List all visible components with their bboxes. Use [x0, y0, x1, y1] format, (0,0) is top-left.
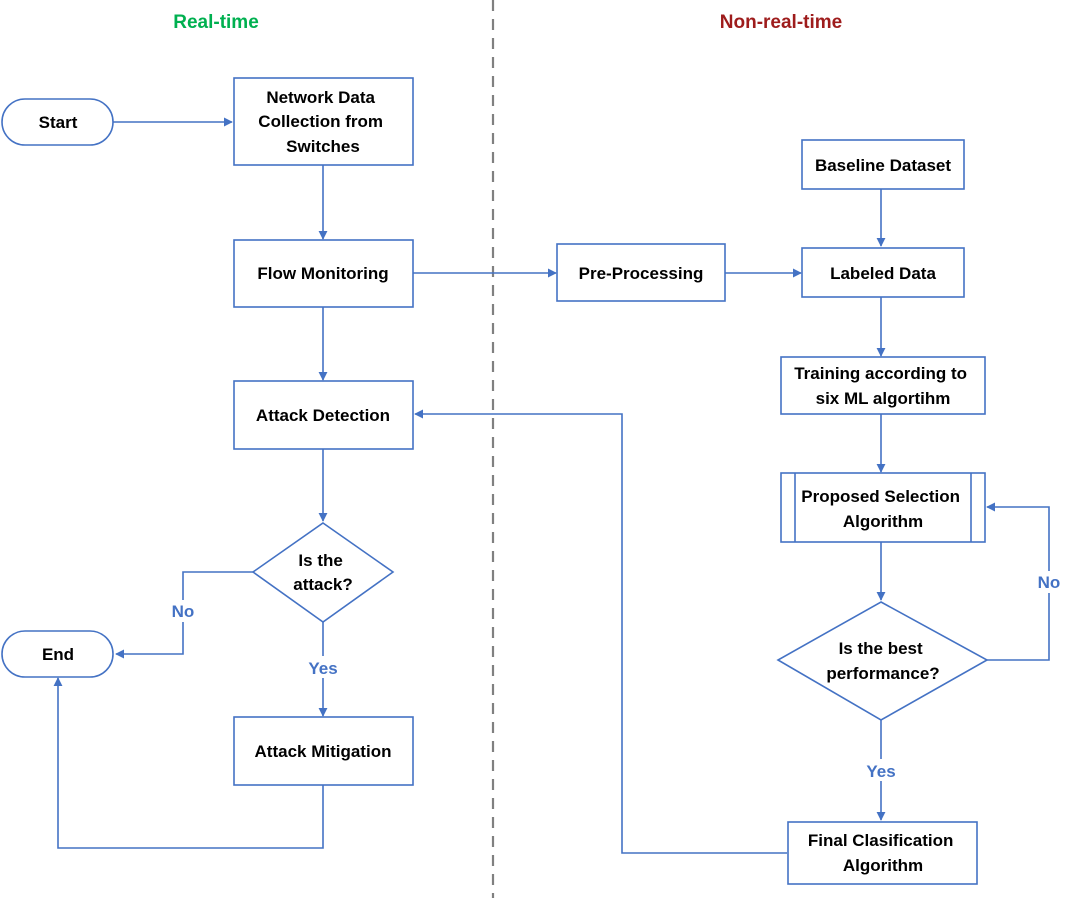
label-bg-best-yes [863, 759, 899, 781]
isbest-line-2: performance? [826, 664, 939, 683]
realtime-title: Real-time [173, 12, 259, 33]
preproc-label: Pre-Processing [579, 264, 704, 283]
baseline-node: Baseline Dataset [801, 139, 965, 190]
edge-final-to-detect [414, 409, 787, 854]
labeled-node: Labeled Data [801, 247, 965, 298]
detect-node: Attack Detection [233, 380, 414, 450]
start-label: Start [39, 113, 78, 132]
isbest-line-1: Is the best [839, 639, 923, 658]
proposed-label: Proposed Selection Algorithm [801, 487, 964, 531]
proposed-node: Proposed Selection Algorithm [780, 472, 986, 543]
baseline-label: Baseline Dataset [815, 156, 951, 175]
isattack-label: Is the attack? [293, 551, 353, 594]
detect-label: Attack Detection [256, 406, 390, 425]
nonrealtime-title: Non-real-time [720, 12, 842, 33]
edge-label-best-no: No [1038, 573, 1061, 592]
final-label: Final Clasification Algorithm [808, 831, 958, 875]
training-line-1: Training according to [794, 364, 967, 383]
isattack-line-2: attack? [293, 575, 353, 594]
collect-line-2: Collection from [258, 112, 383, 131]
isattack-line-1: Is the [298, 551, 342, 570]
edge-mitigate-to-end [53, 677, 324, 849]
collect-line-1: Network Data [266, 88, 375, 107]
label-bg-attack-no [166, 600, 200, 622]
end-node: End [1, 630, 114, 678]
isbest-label: Is the best performance? [826, 639, 939, 683]
edge-label-attack-yes: Yes [308, 659, 337, 678]
flow-label: Flow Monitoring [257, 264, 388, 283]
final-line-1: Final Clasification [808, 831, 953, 850]
labeled-label: Labeled Data [830, 264, 936, 283]
collect-label: Network Data Collection from Switches [258, 88, 387, 156]
edge-label-attack-no: No [172, 602, 195, 621]
training-line-2: six ML algortihm [816, 389, 951, 408]
label-bg-best-no [1032, 571, 1066, 593]
start-node: Start [1, 98, 114, 146]
end-label: End [42, 645, 74, 664]
training-label: Training according to six ML algortihm [794, 364, 972, 408]
collect-line-3: Switches [286, 137, 360, 156]
collect-node: Network Data Collection from Switches [233, 77, 414, 166]
final-node: Final Clasification Algorithm [787, 821, 978, 885]
edge-label-best-yes: Yes [866, 762, 895, 781]
proposed-line-1: Proposed Selection [801, 487, 960, 506]
training-node: Training according to six ML algortihm [780, 356, 986, 415]
final-line-2: Algorithm [843, 856, 923, 875]
isattack-node: Is the attack? [251, 522, 395, 623]
flow-node: Flow Monitoring [233, 239, 414, 308]
preproc-node: Pre-Processing [556, 243, 726, 302]
label-bg-attack-yes [305, 656, 341, 678]
isbest-node: Is the best performance? [776, 601, 989, 721]
proposed-line-2: Algorithm [843, 512, 923, 531]
mitigate-label: Attack Mitigation [255, 742, 392, 761]
mitigate-node: Attack Mitigation [233, 716, 414, 786]
